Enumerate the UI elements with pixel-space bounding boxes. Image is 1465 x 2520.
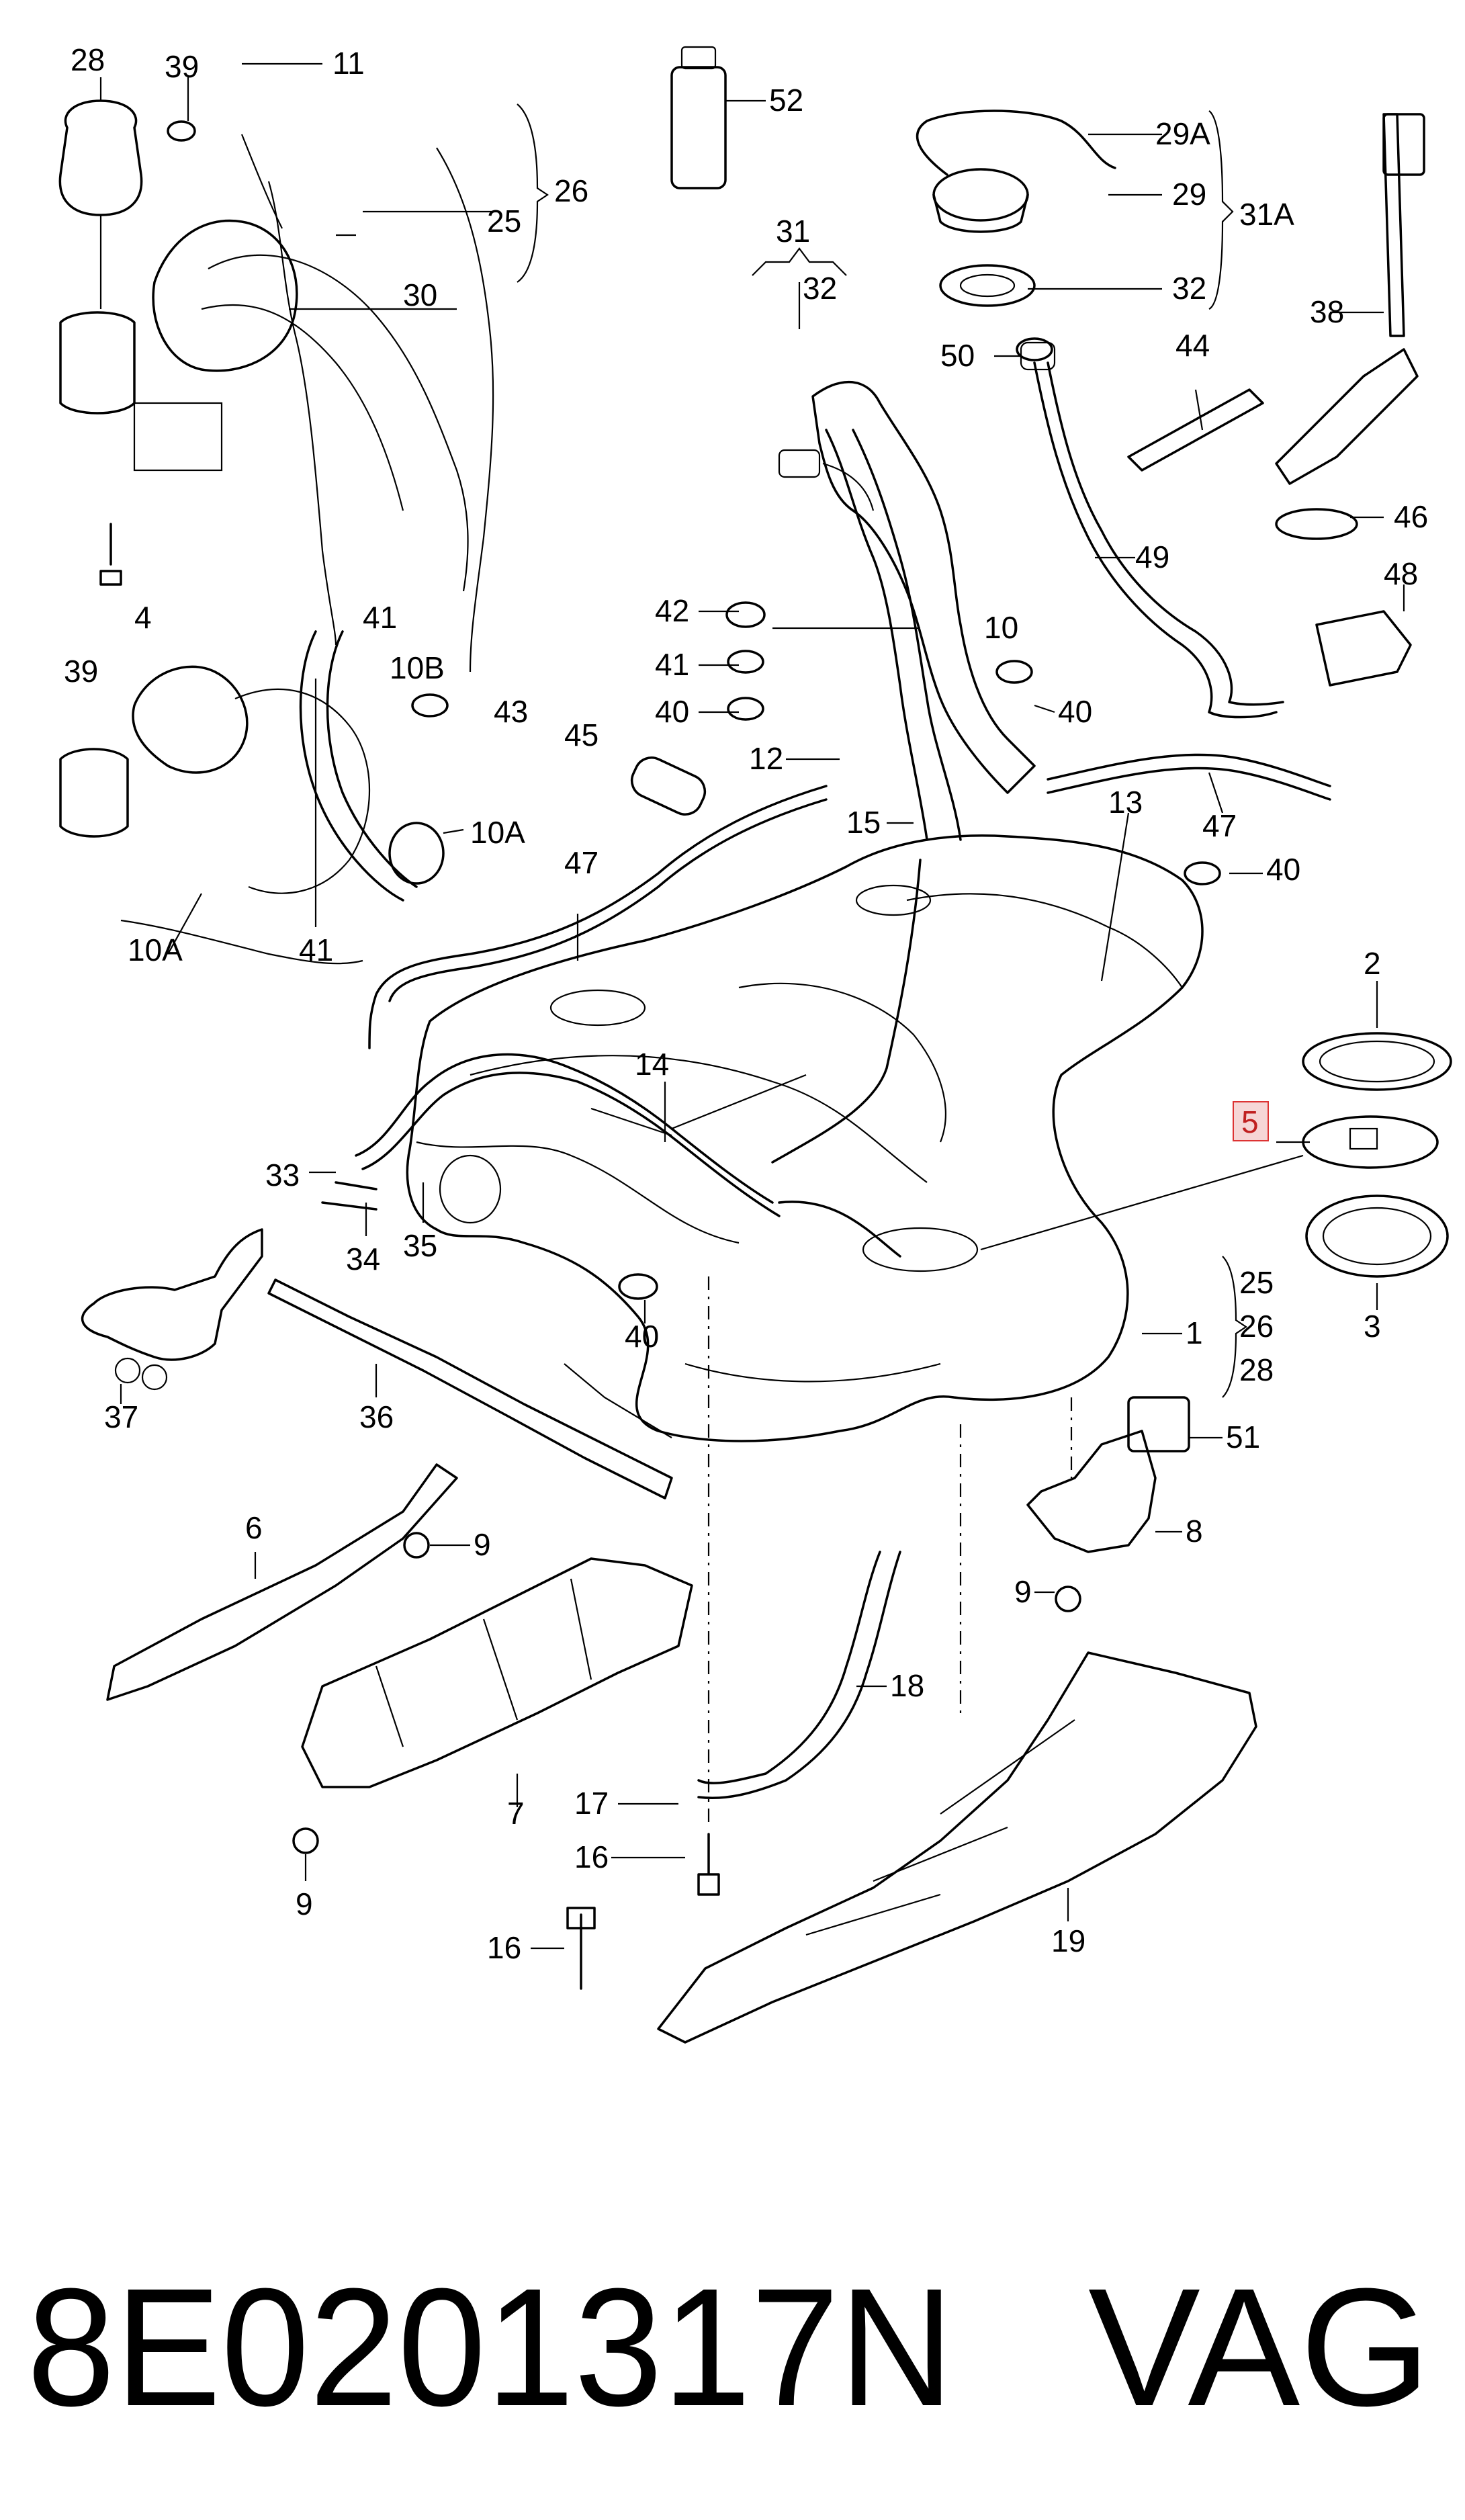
callout-label: 40 bbox=[625, 1319, 659, 1354]
callout-label: 32 bbox=[1172, 271, 1206, 306]
shield-19-drawing bbox=[657, 1651, 1257, 2044]
callout-labels: 28 39 11 52 29A 29 31A 32 26 25 30 31 32… bbox=[64, 42, 1428, 1965]
shield-8-drawing bbox=[1026, 1430, 1157, 1553]
callout-label: 4 bbox=[134, 600, 152, 635]
callout-label: 9 bbox=[1014, 1574, 1032, 1609]
callout-label: 34 bbox=[346, 1242, 380, 1276]
callout-label: 51 bbox=[1226, 1420, 1260, 1454]
highlighted-callout-box bbox=[1233, 1101, 1269, 1141]
hose-45-drawing bbox=[630, 756, 707, 816]
callout-label: 10B bbox=[390, 650, 445, 685]
callout-label: 16 bbox=[487, 1930, 521, 1965]
callout-label: 41 bbox=[299, 932, 333, 967]
locking-ring-2-drawing bbox=[1302, 1032, 1452, 1091]
callout-label: 38 bbox=[1310, 294, 1344, 329]
part-number: 8E0201317N bbox=[27, 2253, 954, 2441]
callout-label: 25 bbox=[487, 204, 521, 238]
callout-label: 39 bbox=[165, 49, 199, 84]
callout-label: 37 bbox=[104, 1399, 138, 1434]
strap-18-drawing bbox=[697, 1551, 881, 1784]
callout-label: 19 bbox=[1051, 1923, 1085, 1958]
callout-label: 47 bbox=[1202, 808, 1237, 843]
callout-label: 32 bbox=[803, 271, 837, 306]
connector-37-drawing bbox=[81, 1228, 263, 1361]
fuel-tank-drawing bbox=[406, 834, 1204, 1442]
callout-label: 14 bbox=[635, 1047, 669, 1082]
callout-label: 31A bbox=[1239, 197, 1294, 232]
callout-label: 48 bbox=[1384, 556, 1418, 591]
callout-label: 29 bbox=[1172, 177, 1206, 212]
callout-label: 12 bbox=[749, 741, 783, 776]
callout-label: 6 bbox=[245, 1510, 263, 1545]
callout-label: 29A bbox=[1155, 116, 1210, 151]
callout-label: 3 bbox=[1364, 1309, 1381, 1344]
callout-label: 42 bbox=[655, 593, 689, 628]
callout-label: 28 bbox=[1239, 1352, 1274, 1387]
callout-label: 40 bbox=[1058, 694, 1092, 729]
callout-label: 49 bbox=[1135, 539, 1169, 574]
callout-label: 2 bbox=[1364, 946, 1381, 981]
callout-label: 1 bbox=[1186, 1315, 1203, 1350]
bracket-6-drawing bbox=[106, 1463, 458, 1701]
callout-label: 36 bbox=[359, 1399, 394, 1434]
callout-label: 44 bbox=[1175, 328, 1210, 363]
callout-label: 46 bbox=[1394, 499, 1428, 534]
seal-3-drawing bbox=[1305, 1194, 1449, 1278]
line-art bbox=[58, 46, 1452, 2044]
callout-label: 35 bbox=[403, 1228, 437, 1263]
bottle-52-drawing bbox=[670, 66, 727, 189]
callout-label: 31 bbox=[776, 214, 810, 249]
callout-label: 26 bbox=[1239, 1309, 1274, 1344]
callout-label: 15 bbox=[846, 805, 881, 840]
highlighted-callout-label: 5 bbox=[1241, 1104, 1259, 1139]
seal-32-drawing bbox=[939, 264, 1036, 307]
callout-label: 10 bbox=[984, 610, 1018, 645]
callout-label: 50 bbox=[940, 338, 975, 373]
callout-label: 30 bbox=[403, 277, 437, 312]
callout-label: 40 bbox=[655, 694, 689, 729]
callout-label: 47 bbox=[564, 845, 598, 880]
filler-neck-drawing bbox=[811, 381, 1036, 794]
callout-label: 18 bbox=[890, 1668, 924, 1703]
bracket-36-drawing bbox=[267, 1278, 673, 1500]
callout-label: 10A bbox=[128, 932, 183, 967]
brand-name: VAG bbox=[1088, 2253, 1431, 2441]
callout-label: 43 bbox=[494, 694, 528, 729]
callout-label: 40 bbox=[1266, 852, 1300, 887]
sender-5-drawing bbox=[1302, 1115, 1439, 1169]
callout-label: 16 bbox=[574, 1839, 609, 1874]
clip-51-drawing bbox=[1127, 1396, 1190, 1452]
callout-label: 28 bbox=[71, 42, 105, 77]
callout-label: 45 bbox=[564, 718, 598, 752]
callout-label: 7 bbox=[507, 1796, 525, 1831]
callout-label: 39 bbox=[64, 654, 98, 689]
callout-label: 41 bbox=[363, 600, 397, 635]
callout-label: 17 bbox=[574, 1786, 609, 1821]
callout-label: 9 bbox=[296, 1886, 313, 1921]
callout-label: 10A bbox=[470, 815, 525, 850]
callout-label: 9 bbox=[474, 1527, 491, 1562]
callout-label: 33 bbox=[265, 1158, 300, 1192]
hose-49-drawing bbox=[1033, 361, 1278, 719]
callout-label: 25 bbox=[1239, 1265, 1274, 1300]
callout-label: 26 bbox=[554, 173, 588, 208]
callout-label: 52 bbox=[769, 83, 803, 118]
footer: 8E0201317N VAG bbox=[27, 2253, 1431, 2441]
callout-label: 13 bbox=[1108, 785, 1143, 820]
callout-label: 8 bbox=[1186, 1514, 1203, 1549]
heat-shield-7-drawing bbox=[301, 1557, 693, 1788]
callout-label: 11 bbox=[332, 46, 365, 81]
callout-label: 41 bbox=[655, 647, 689, 682]
